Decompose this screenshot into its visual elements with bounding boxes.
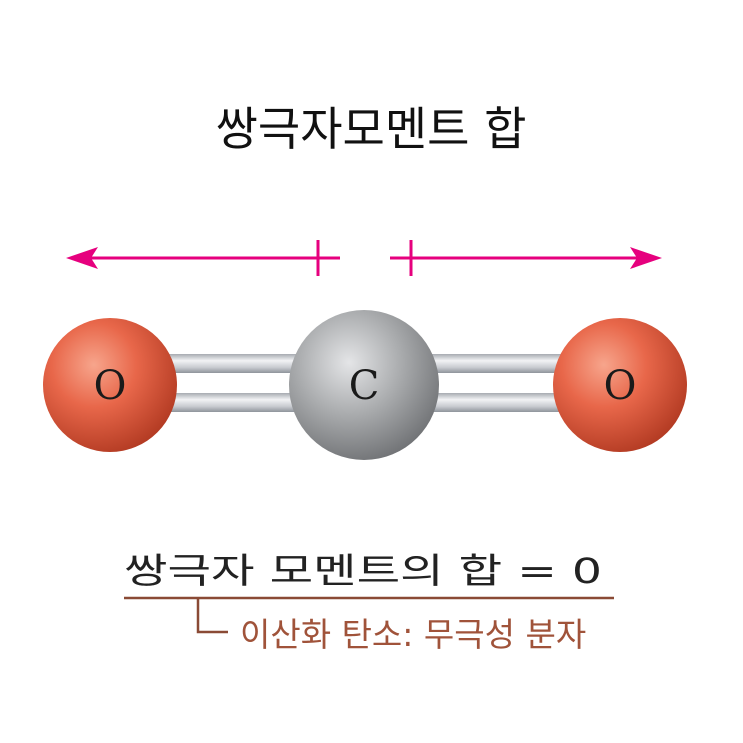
- atom-label-o-left: O: [94, 363, 127, 409]
- molecule-polarity-note: 이산화 탄소: 무극성 분자: [240, 615, 586, 654]
- atom-label-c: C: [349, 363, 380, 409]
- dipole-arrow-right: [390, 240, 662, 276]
- diagram-title: 쌍극자모멘트 합: [216, 102, 527, 156]
- dipole-arrows: [66, 240, 662, 276]
- bonds: [150, 354, 580, 412]
- atoms: O C O: [43, 310, 687, 460]
- note-connector: [196, 598, 228, 634]
- double-bond-right: [410, 354, 580, 412]
- atom-label-o-right: O: [604, 363, 637, 409]
- double-bond-left: [150, 354, 320, 412]
- dipole-sum-statement: 쌍극자 모멘트의 합 = 0: [124, 552, 602, 592]
- atom-carbon-center: C: [289, 310, 439, 460]
- atom-oxygen-left: O: [43, 318, 177, 452]
- atom-oxygen-right: O: [553, 318, 687, 452]
- dipole-arrow-left: [66, 240, 340, 276]
